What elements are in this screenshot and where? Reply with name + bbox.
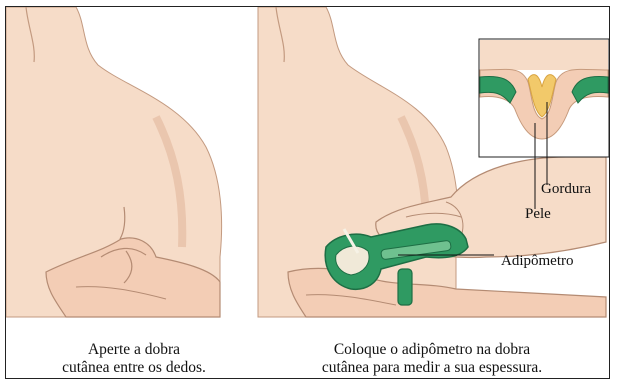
label-pele: Pele [525, 206, 551, 223]
illustration [6, 7, 610, 379]
caption-right: Coloque o adipômetro na dobra cutânea pa… [262, 341, 602, 377]
label-gordura: Gordura [541, 181, 591, 198]
label-adipometro: Adipômetro [501, 253, 574, 270]
figure-frame: Gordura Pele Adipômetro Aperte a dobra c… [5, 6, 610, 379]
caption-left: Aperte a dobra cutânea entre os dedos. [14, 341, 254, 377]
skin-fold-inset [479, 39, 609, 157]
